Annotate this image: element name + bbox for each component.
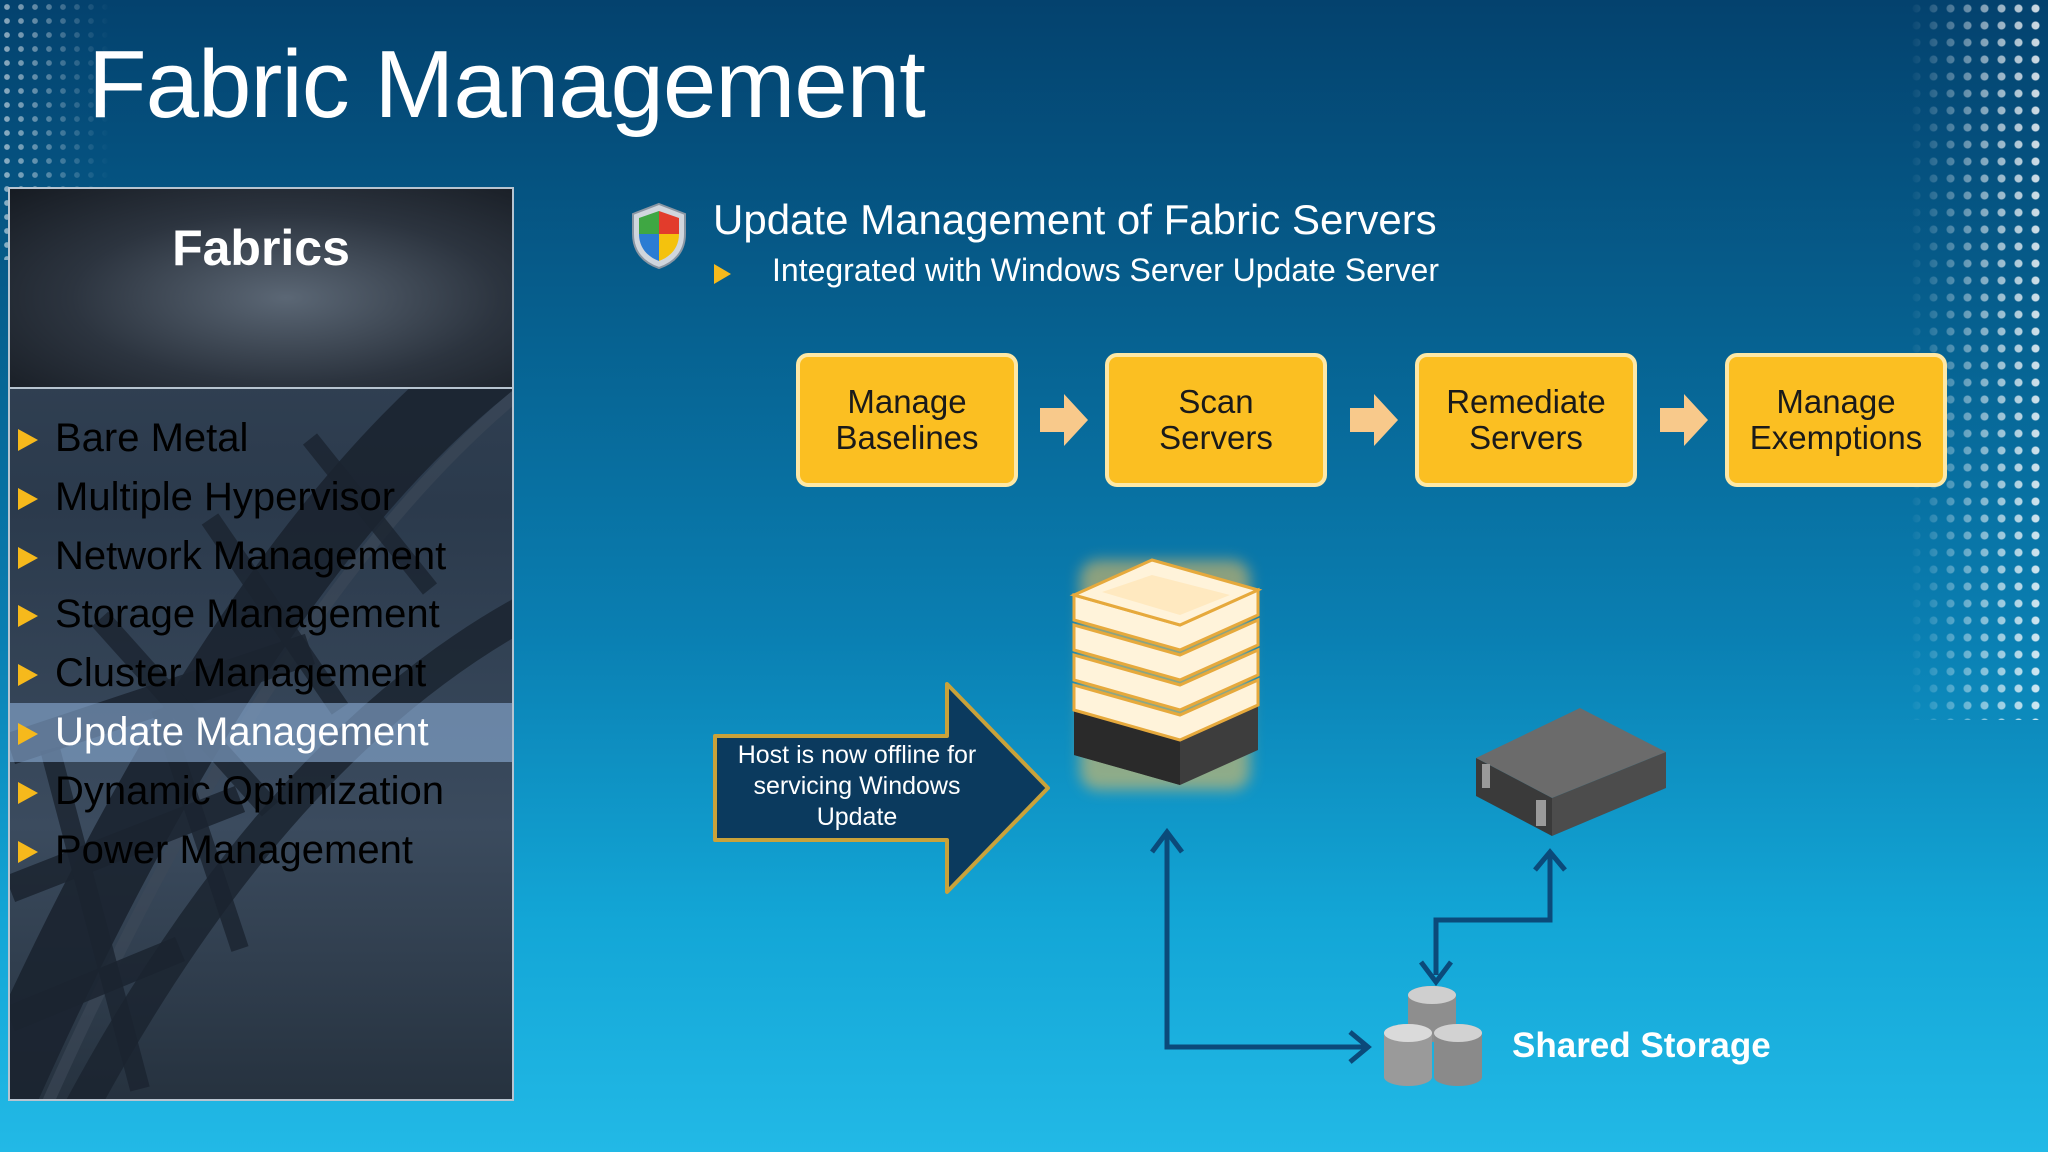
fabric-item-network-management[interactable]: Network Management [10, 527, 512, 586]
bullet-triangle-icon [18, 487, 38, 510]
fabric-item-label: Network Management [55, 533, 447, 578]
step-manage-baselines: Manage Baselines [796, 353, 1018, 487]
bullet-triangle-icon [18, 840, 38, 863]
bullet-triangle-icon [18, 605, 38, 628]
bullet-triangle-icon [18, 664, 38, 687]
step-manage-exemptions: Manage Exemptions [1725, 353, 1947, 487]
fabric-list: Bare Metal Multiple Hypervisor Network M… [10, 409, 512, 879]
flow-arrow-icon [1660, 394, 1708, 446]
section-heading: Update Management of Fabric Servers [713, 196, 1437, 243]
bullet-triangle-icon [18, 722, 38, 745]
fabric-item-cluster-management[interactable]: Cluster Management [10, 644, 512, 703]
step-label: Scan Servers [1159, 383, 1273, 456]
fabric-item-label: Bare Metal [55, 416, 249, 460]
fabric-item-storage-management[interactable]: Storage Management [10, 585, 512, 644]
windows-shield-icon [632, 202, 686, 270]
slide-title: Fabric Management [88, 31, 926, 138]
fabrics-panel: Fabrics Bare Metal Multiple Hypervisor N… [8, 187, 514, 1101]
panel-title: Fabrics [172, 220, 350, 276]
fabric-item-label: Multiple Hypervisor [55, 474, 396, 519]
fabric-item-label: Update Management [55, 709, 429, 754]
section-subheading: Integrated with Windows Server Update Se… [772, 252, 1439, 288]
callout-text: Host is now offline for servicing Window… [737, 741, 977, 831]
bullet-triangle-icon [18, 429, 38, 451]
fabric-item-label: Power Management [55, 827, 413, 872]
step-label: Manage Exemptions [1749, 383, 1923, 456]
step-remediate-servers: Remediate Servers [1415, 353, 1637, 487]
fabric-item-label: Cluster Management [55, 651, 427, 696]
flow-arrow-icon [1040, 394, 1088, 446]
flow-arrow-icon [1350, 394, 1398, 446]
step-scan-servers: Scan Servers [1105, 353, 1327, 487]
server-icon [1476, 708, 1666, 836]
fabric-item-bare-metal[interactable]: Bare Metal [10, 409, 512, 468]
shared-storage-label: Shared Storage [1512, 1026, 1771, 1065]
fabric-item-multiple-hypervisor[interactable]: Multiple Hypervisor [10, 468, 512, 527]
fabric-item-update-management[interactable]: Update Management [10, 702, 512, 762]
step-label: Remediate Servers [1446, 383, 1606, 456]
bullet-triangle-icon [18, 546, 38, 569]
fabric-item-label: Dynamic Optimization [55, 768, 445, 813]
shared-storage-icon [1384, 986, 1482, 1086]
bullet-triangle-icon [18, 781, 38, 804]
server-stack-icon [1069, 558, 1263, 790]
fabric-item-label: Storage Management [55, 592, 440, 637]
bullet-triangle-icon [714, 264, 731, 284]
step-label: Manage Baselines [835, 383, 979, 456]
fabric-item-power-management[interactable]: Power Management [10, 821, 512, 880]
callout-arrow-shape [713, 682, 1050, 894]
panel-header: Fabrics [10, 189, 512, 389]
fabric-item-dynamic-optimization[interactable]: Dynamic Optimization [10, 762, 512, 821]
